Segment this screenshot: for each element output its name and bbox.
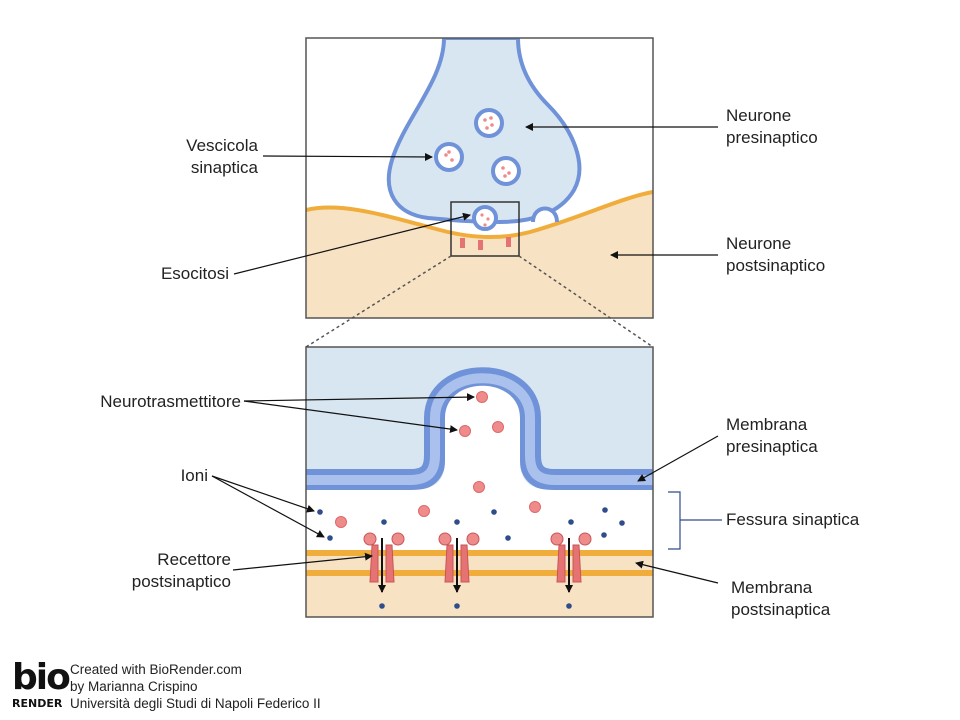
postsynaptic-neuron: [306, 192, 653, 318]
neurotransmitters: [335, 391, 541, 528]
label-vescicola-sinaptica: Vescicola sinaptica: [186, 136, 258, 177]
ions: [317, 507, 625, 609]
zoom-region-box: [450, 201, 520, 257]
label-ioni: Ioni: [180, 466, 208, 485]
label-neurone-presinaptico: Neurone presinaptico: [726, 106, 818, 147]
postsynaptic-membrane-top: [306, 190, 653, 240]
biorender-logo-text: RENDER: [12, 697, 63, 710]
biorender-logo-mark: bio: [12, 657, 71, 698]
fessura-bracket: [668, 491, 722, 550]
credit-line-2: by Marianna Crispino: [70, 679, 198, 694]
postsynaptic-receptor: [438, 532, 480, 593]
label-recettore-postsinaptico: Recettore postsinaptico: [131, 550, 231, 591]
zoom-connector-left: [305, 255, 452, 348]
label-fessura-sinaptica: Fessura sinaptica: [726, 510, 860, 529]
synaptic-vesicle: [474, 108, 504, 138]
synapse-overview-panel: [306, 38, 653, 318]
label-membrana-postsinaptica: Membrana postsinaptica: [731, 578, 831, 619]
label-neurone-postsinaptico: Neurone postsinaptico: [726, 234, 826, 275]
credits-block: Created with BioRender.com by Marianna C…: [70, 661, 321, 712]
label-neurotrasmettitore: Neurotrasmettitore: [100, 392, 241, 411]
exocytosis-vesicle: [472, 205, 498, 231]
label-esocitosi: Esocitosi: [160, 264, 229, 283]
synapse-detail-panel: [306, 347, 653, 617]
zoom-connector-right: [518, 255, 654, 348]
credit-line-1: Created with BioRender.com: [70, 662, 242, 677]
label-membrana-presinaptica: Membrana presinaptica: [726, 415, 818, 456]
leader-lines: [211, 123, 719, 584]
postsynaptic-receptor: [550, 532, 592, 593]
fusing-vesicle: [531, 206, 559, 223]
credit-line-3: Università degli Studi di Napoli Federic…: [70, 696, 321, 711]
synaptic-vesicle: [434, 142, 464, 172]
presynaptic-cytoplasm: [306, 347, 653, 490]
biorender-logo: bio RENDER: [12, 657, 71, 716]
synaptic-vesicle: [491, 156, 521, 186]
